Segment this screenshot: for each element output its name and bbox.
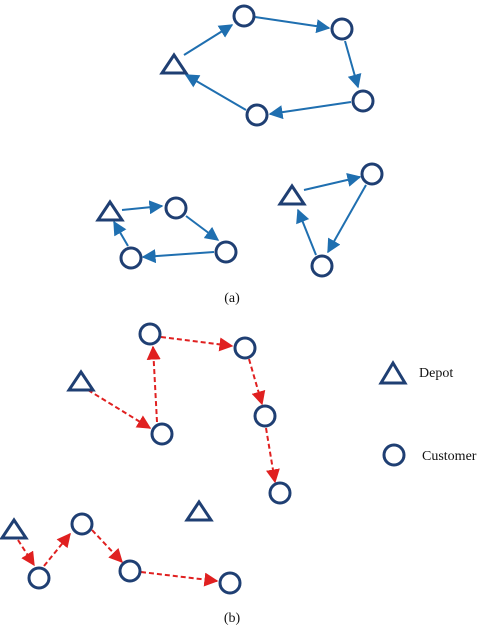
depot-a1	[159, 52, 189, 75]
edge-a2-c2-to-c3	[141, 249, 215, 264]
customer-b2-2	[70, 512, 94, 536]
edge-a3-c1-to-c2	[327, 184, 367, 254]
edge-a2-depot-to-c1	[121, 200, 164, 215]
legend: Depot Customer	[378, 360, 477, 467]
edge-b2-c2-to-c3	[91, 529, 123, 564]
panel-b-route-2	[0, 512, 242, 595]
edge-a3-c2-to-depot	[296, 208, 317, 256]
legend-customer-label: Customer	[422, 449, 477, 464]
edge-b1-c1-to-c2	[146, 345, 161, 423]
depot-b1	[66, 369, 96, 392]
edge-a1-c3-to-c4	[268, 101, 352, 120]
panel-a: (a)	[95, 4, 384, 306]
caption-a: (a)	[224, 291, 240, 306]
customer-b1-2	[138, 322, 162, 346]
customer-b2-4	[218, 571, 242, 595]
customer-a1-3	[351, 89, 375, 113]
panel-a-route-3	[277, 162, 384, 278]
customer-a2-1	[164, 196, 188, 220]
customer-a1-1	[232, 4, 256, 28]
legend-depot-icon	[378, 360, 408, 385]
edge-b1-depot-to-c1	[87, 389, 152, 429]
customer-a1-4	[245, 103, 269, 127]
edge-a1-c4-to-depot	[184, 74, 247, 111]
customer-b1-4	[253, 404, 277, 428]
panel-b: (b)	[0, 322, 292, 626]
customer-a1-2	[330, 17, 354, 41]
edge-a1-c1-to-c2	[254, 16, 331, 34]
depot-b-unused	[184, 499, 214, 522]
caption-b: (b)	[224, 611, 241, 626]
panel-a-route-2	[95, 196, 238, 270]
edge-a2-c1-to-c2	[185, 215, 220, 241]
customer-a3-2	[310, 254, 334, 278]
edge-b2-c3-to-c4	[140, 571, 219, 587]
edge-b1-c3-to-c4	[248, 358, 266, 406]
legend-depot-label: Depot	[419, 366, 453, 381]
customer-b2-3	[118, 559, 142, 583]
edge-a2-c3-to-depot	[113, 220, 129, 247]
edge-b1-c2-to-c3	[160, 336, 234, 352]
customer-b2-1	[27, 566, 51, 590]
depot-a2	[95, 199, 125, 222]
edge-b2-depot-to-c1	[17, 539, 35, 567]
customer-a2-2	[214, 240, 238, 264]
customer-b1-1	[150, 422, 174, 446]
edge-b1-c4-to-c5	[265, 427, 280, 484]
depot-b2	[0, 517, 29, 540]
panel-a-route-1	[159, 4, 375, 127]
customer-b1-5	[268, 481, 292, 505]
depot-a3	[277, 183, 307, 206]
edge-b2-c1-to-c2	[43, 532, 71, 567]
edge-a3-depot-to-c1	[303, 173, 362, 191]
edge-a1-c2-to-c3	[344, 40, 362, 89]
customer-a3-1	[360, 162, 384, 186]
customer-a2-3	[119, 246, 143, 270]
legend-customer-icon	[382, 443, 406, 467]
panel-b-route-1	[66, 322, 292, 505]
edge-a1-depot-to-c1	[183, 24, 234, 56]
customer-b1-3	[233, 336, 257, 360]
